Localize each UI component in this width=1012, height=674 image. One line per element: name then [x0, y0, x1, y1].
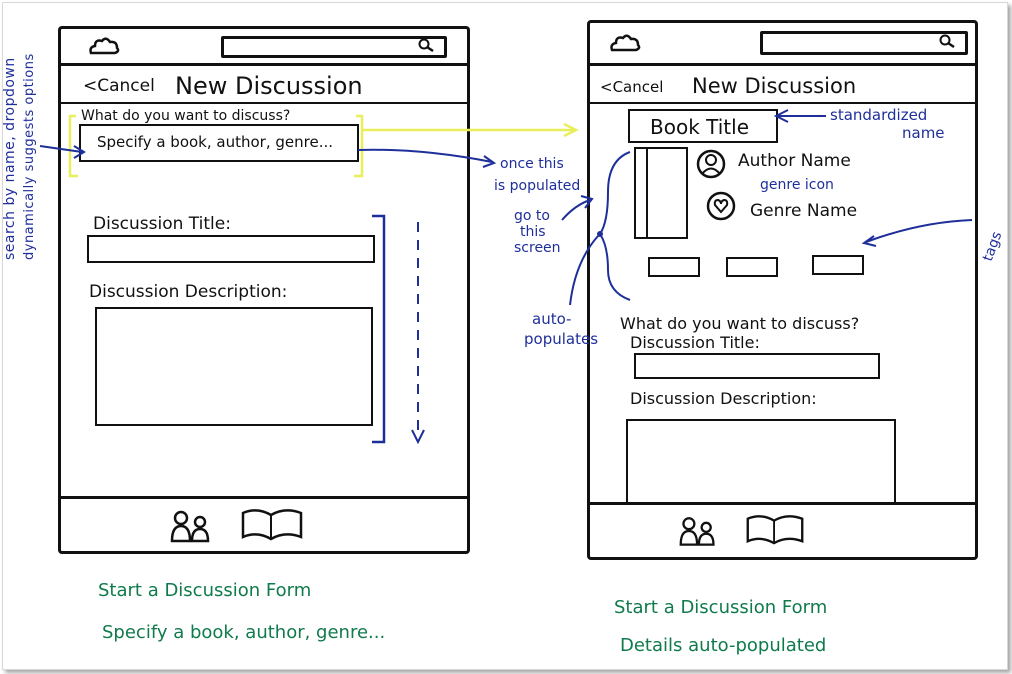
- left-nav-bar: <Cancel New Discussion: [61, 66, 467, 104]
- left-search-field[interactable]: Specify a book, author, genre...: [79, 124, 359, 162]
- tag-chip-1[interactable]: [648, 257, 700, 277]
- right-cancel-button[interactable]: <Cancel: [600, 78, 664, 96]
- right-caption-line2: Details auto-populated: [620, 635, 827, 656]
- left-discussion-title-input[interactable]: [87, 235, 375, 263]
- heart-icon: [706, 191, 736, 225]
- search-note: search by name, dropdown dynamically sug…: [2, 53, 37, 260]
- genre-name: Genre Name: [750, 201, 858, 221]
- go-to-note-line3: screen: [514, 240, 561, 256]
- left-discussion-description-input[interactable]: [95, 307, 373, 426]
- auto-populates-note-line1: auto-: [532, 310, 572, 328]
- right-question-label: What do you want to discuss?: [620, 314, 860, 333]
- right-discussion-description-input[interactable]: [626, 419, 896, 503]
- left-phone-frame: <Cancel New Discussion What do you want …: [58, 26, 470, 554]
- go-to-note-line1: go to: [514, 208, 550, 224]
- cloud-logo-icon: [608, 32, 642, 58]
- right-nav-bar: <Cancel New Discussion: [590, 66, 975, 104]
- tag-chip-2[interactable]: [726, 257, 778, 277]
- book-icon[interactable]: [744, 513, 806, 551]
- author-name: Author Name: [738, 151, 851, 171]
- search-note-line2: dynamically suggests options: [22, 53, 37, 260]
- once-populated-note-line1: once this: [500, 156, 564, 172]
- auto-populates-note-line2: populates: [524, 330, 599, 348]
- left-bottom-bar: [61, 496, 467, 551]
- left-question-label: What do you want to discuss?: [81, 108, 291, 124]
- right-caption-line1: Start a Discussion Form: [614, 597, 828, 618]
- left-top-search-box[interactable]: [221, 36, 447, 58]
- book-title-box[interactable]: Book Title: [628, 109, 778, 143]
- right-discussion-title-input[interactable]: [634, 353, 880, 379]
- left-discussion-description-label: Discussion Description:: [89, 282, 288, 302]
- right-discussion-title-label: Discussion Title:: [630, 333, 760, 352]
- once-populated-note-line2: is populated: [494, 178, 581, 194]
- left-caption-line2: Specify a book, author, genre...: [102, 622, 386, 643]
- left-top-bar: [61, 29, 467, 66]
- search-note-line1: search by name, dropdown: [2, 57, 18, 260]
- author-avatar-icon: [696, 149, 726, 183]
- right-top-bar: [590, 23, 975, 66]
- go-to-note-line2: this: [520, 224, 546, 240]
- people-icon[interactable]: [169, 509, 213, 547]
- right-bottom-bar: [590, 502, 975, 557]
- right-top-search-box[interactable]: [760, 31, 968, 55]
- cloud-logo-icon: [87, 35, 121, 61]
- left-discussion-title-label: Discussion Title:: [93, 214, 231, 234]
- standardized-note-line1: standardized: [830, 106, 928, 124]
- left-page-title: New Discussion: [175, 72, 363, 100]
- left-search-placeholder: Specify a book, author, genre...: [97, 133, 334, 151]
- right-phone-frame: <Cancel New Discussion Book Title Author…: [587, 20, 978, 560]
- left-cancel-button[interactable]: <Cancel: [83, 76, 155, 96]
- book-title-text: Book Title: [650, 115, 749, 139]
- standardized-note-line2: name: [902, 124, 945, 142]
- book-icon[interactable]: [239, 507, 305, 547]
- people-icon[interactable]: [678, 515, 718, 551]
- search-icon: [937, 33, 957, 53]
- tag-chip-3[interactable]: [812, 255, 864, 275]
- book-cover-image: [634, 147, 688, 239]
- genre-icon-note: genre icon: [760, 177, 834, 193]
- left-caption-line1: Start a Discussion Form: [98, 580, 312, 601]
- right-discussion-description-label: Discussion Description:: [630, 389, 817, 408]
- search-icon: [416, 37, 436, 57]
- right-page-title: New Discussion: [692, 74, 857, 98]
